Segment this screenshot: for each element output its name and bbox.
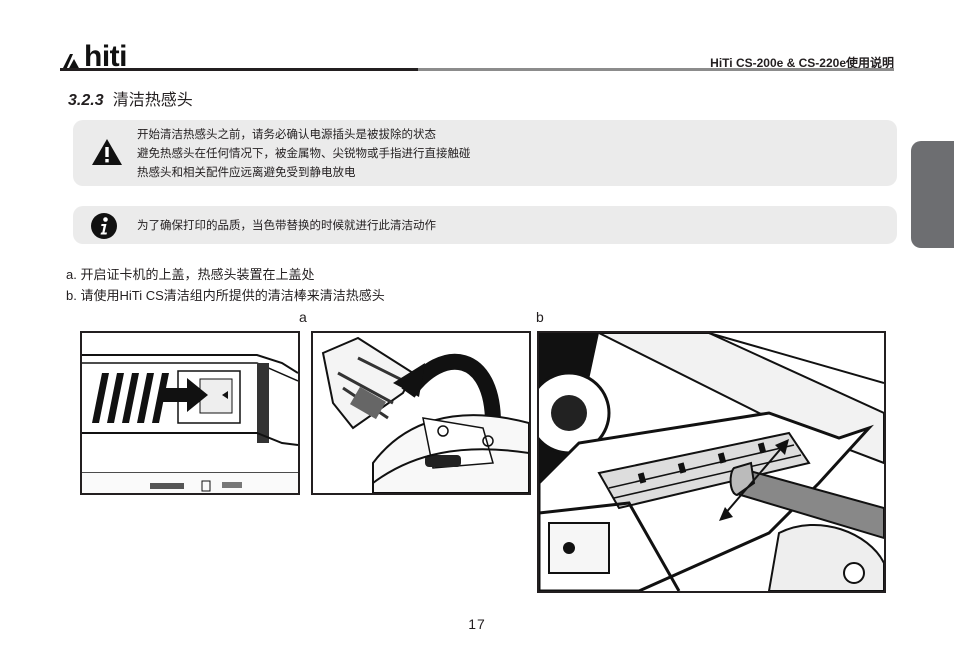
header-rule-light (418, 68, 894, 71)
language-side-tab: 简体中文 (911, 141, 954, 248)
page-number: 17 (468, 616, 486, 632)
figure-label-b: b (536, 309, 544, 325)
section-title: 清洁热感头 (112, 90, 193, 109)
info-circle-icon (91, 213, 117, 239)
document-title: HiTi CS-200e & CS-220e使用说明 (710, 56, 894, 70)
figure-a-open-printer (311, 331, 531, 495)
hiti-logo-mark-icon (62, 54, 80, 70)
warning-triangle-icon (92, 139, 122, 165)
header-rule-dark (60, 68, 418, 71)
section-number: 3.2.3 (68, 92, 104, 109)
printer-open-illustration (313, 333, 529, 493)
step-list: a. 开启证卡机的上盖，热感头装置在上盖处 b. 请使用HiTi CS清洁组内所… (66, 264, 385, 306)
figure-label-a: a (299, 309, 307, 325)
language-tab-label: 简体中文 (952, 159, 954, 215)
info-note: 为了确保打印的品质，当色带替换的时候就进行此清洁动作 (73, 206, 897, 244)
logo-text: hiti (84, 40, 128, 73)
warning-line-3: 热感头和相关配件应远离避免受到静电放电 (137, 165, 356, 179)
step-a: a. 开启证卡机的上盖，热感头装置在上盖处 (66, 267, 315, 282)
warning-text: 开始清洁热感头之前，请务必确认电源插头是被拔除的状态 避免热感头在任何情况下，被… (137, 125, 471, 182)
step-b: b. 请使用HiTi CS清洁组内所提供的清洁棒来清洁热感头 (66, 288, 385, 303)
thermal-head-cleaning-illustration (539, 333, 884, 591)
figure-b-clean-thermal-head (537, 331, 886, 593)
hiti-logo: hiti (60, 38, 128, 73)
warning-note: 开始清洁热感头之前，请务必确认电源插头是被拔除的状态 避免热感头在任何情况下，被… (73, 120, 897, 186)
warning-line-1: 开始清洁热感头之前，请务必确认电源插头是被拔除的状态 (137, 127, 436, 141)
printer-cover-illustration (82, 333, 298, 493)
figure-a-cover-latch (80, 331, 300, 495)
info-text: 为了确保打印的品质，当色带替换的时候就进行此清洁动作 (137, 218, 436, 232)
section-heading: 3.2.3 清洁热感头 (68, 86, 193, 110)
warning-line-2: 避免热感头在任何情况下，被金属物、尖锐物或手指进行直接触碰 (137, 146, 471, 160)
